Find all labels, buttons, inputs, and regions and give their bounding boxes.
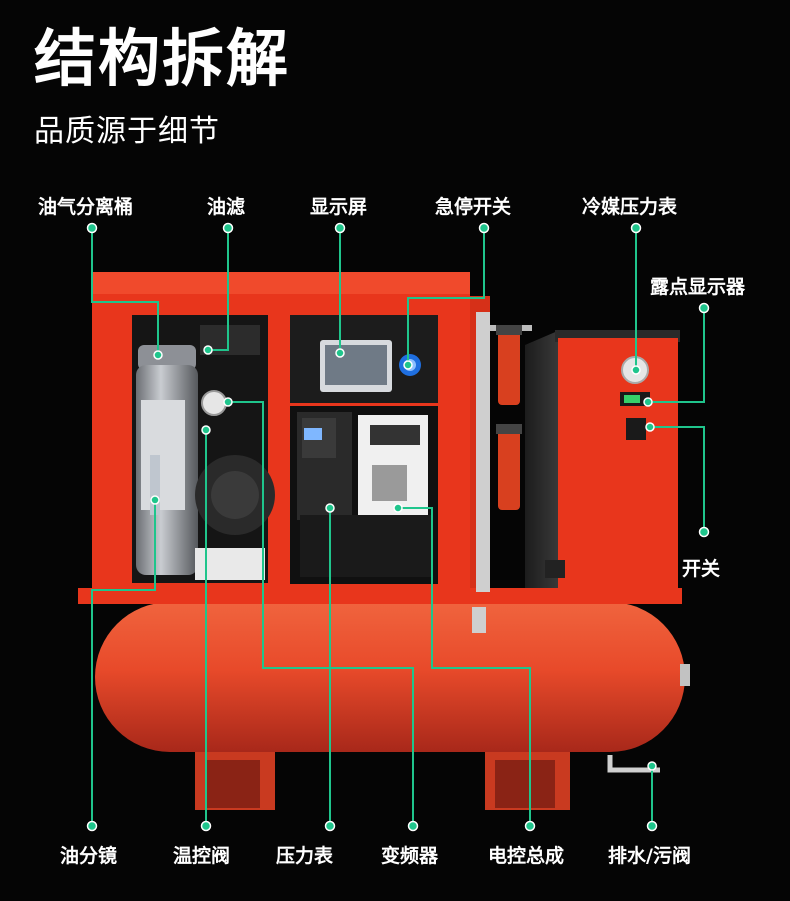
label-control-box: 电控总成 [488, 845, 565, 867]
label-display: 显示屏 [310, 196, 368, 218]
motor-assembly [195, 325, 275, 580]
callout-line-emergency-stop [407, 228, 485, 365]
callout-dot [698, 302, 710, 314]
label-oil-separator: 油气分离桶 [38, 196, 134, 218]
label-emergency-stop: 急停开关 [435, 196, 512, 218]
callout-dot [403, 360, 413, 370]
callout-dot [153, 350, 163, 360]
page-subtitle: 品质源于细节 [34, 114, 220, 149]
callout-dot [524, 820, 536, 832]
callout-dot [200, 820, 212, 832]
callout-line-oil-filter [208, 228, 229, 351]
label-inverter: 变频器 [381, 845, 439, 867]
callout-line-dew-point [648, 308, 705, 403]
callout-dot [630, 222, 642, 234]
callout-dot [407, 820, 419, 832]
label-drain-valve: 排水/污阀 [608, 845, 691, 867]
callout-dot [223, 397, 233, 407]
callout-dot [647, 761, 657, 771]
callout-dots [86, 222, 710, 832]
callout-dot [631, 365, 641, 375]
page-title: 结构拆解 [34, 22, 291, 95]
callout-line-oil-separator [91, 228, 159, 355]
callout-dot [150, 495, 160, 505]
label-switch: 开关 [682, 558, 721, 580]
callout-dot [324, 820, 336, 832]
electrical-box [297, 412, 432, 577]
callout-dot [86, 820, 98, 832]
label-oil-sight-glass: 油分镜 [60, 845, 118, 867]
callout-dot [325, 503, 335, 513]
callout-line-inverter [329, 508, 414, 826]
refrigerated-dryer [525, 330, 680, 588]
callout-dot [478, 222, 490, 234]
callout-dot [201, 425, 211, 435]
callout-line-control-box [398, 507, 531, 826]
filters [476, 312, 532, 592]
callout-dot [334, 222, 346, 234]
callout-dot [393, 503, 403, 513]
callout-line-oil-sight [91, 500, 156, 826]
label-dew-point-display: 露点显示器 [650, 276, 746, 298]
callout-lines [91, 228, 705, 826]
callout-dot [646, 820, 658, 832]
air-tank [95, 602, 690, 810]
callout-dot [645, 422, 655, 432]
callout-line-switch [650, 426, 705, 532]
label-pressure-gauge: 压力表 [276, 845, 334, 867]
label-temp-control-valve: 温控阀 [173, 845, 231, 867]
callout-dot [222, 222, 234, 234]
oil-separator-tank [136, 345, 198, 575]
label-refrigerant-gauge: 冷媒压力表 [582, 196, 678, 218]
callout-line-pressure-gauge [228, 401, 331, 826]
callout-dot [203, 345, 213, 355]
callout-dot [86, 222, 98, 234]
callout-dot [698, 526, 710, 538]
callout-dot [643, 397, 653, 407]
callout-dot [335, 348, 345, 358]
label-oil-filter: 油滤 [207, 196, 246, 218]
